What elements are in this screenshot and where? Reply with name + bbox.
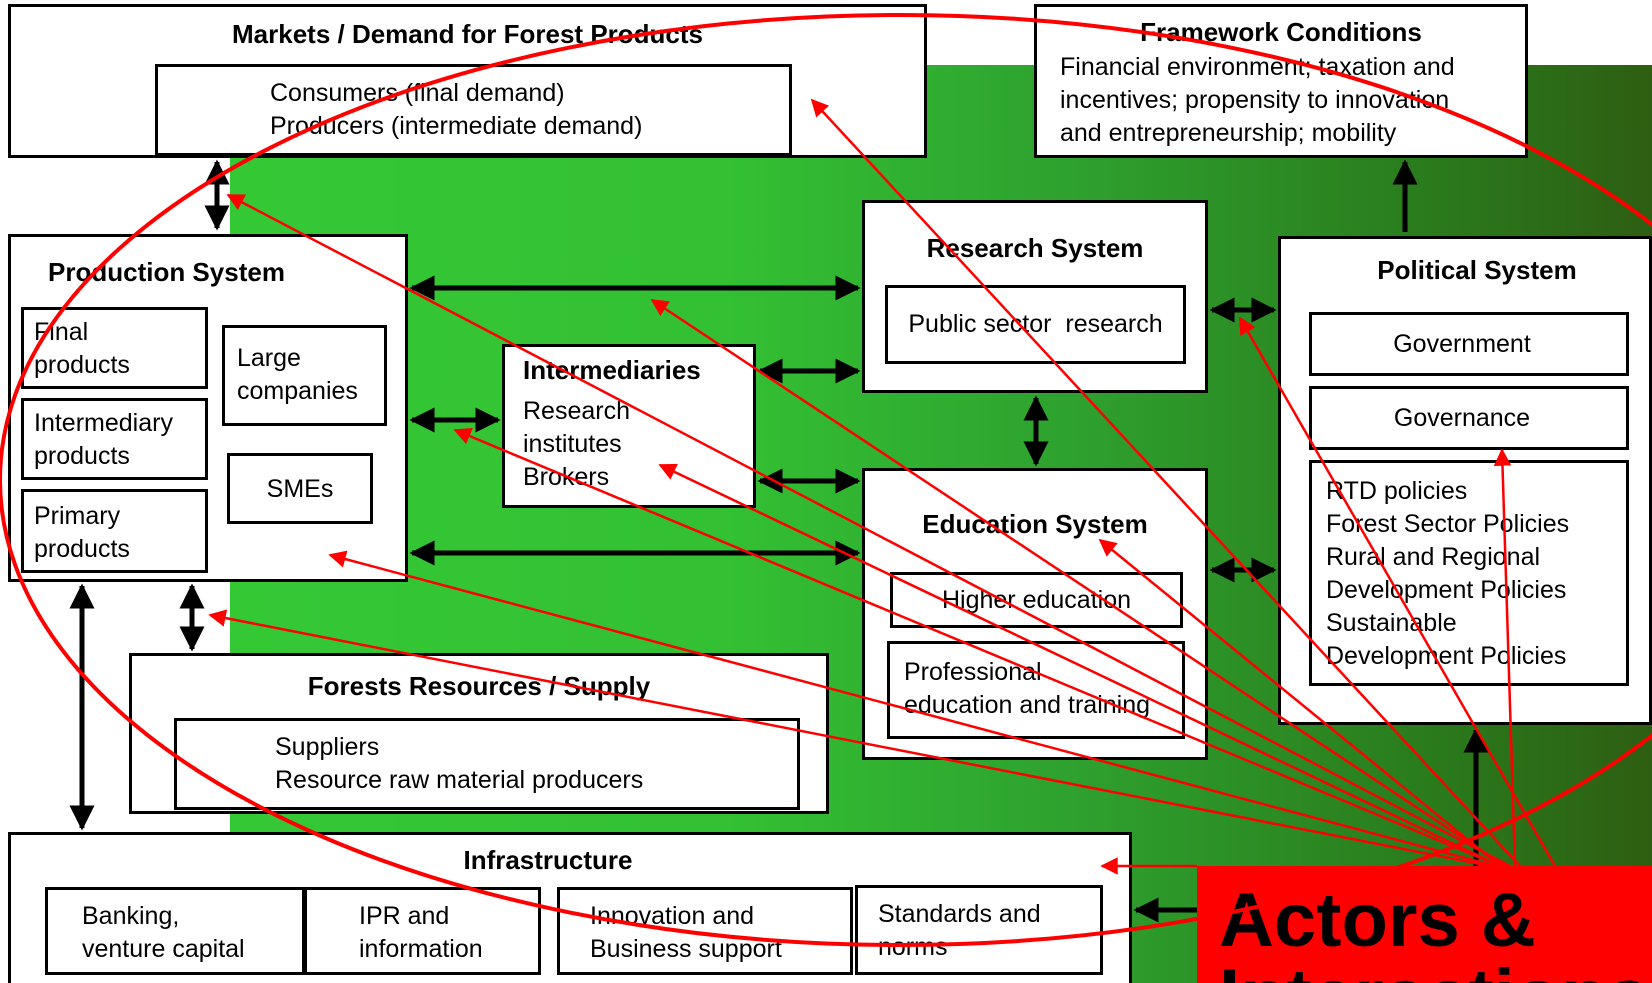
professional-line2: education and training — [904, 691, 1151, 719]
framework-line3: and entrepreneurship; mobility — [1060, 119, 1397, 147]
actors-label-line2: Interactions — [1219, 959, 1650, 983]
standards-line2: norms — [878, 933, 948, 961]
intermediary-products-box: Intermediary products — [21, 398, 208, 480]
large-companies-line1: Large — [237, 344, 301, 372]
professional-education-box: Professional education and training — [887, 641, 1185, 739]
intermediaries-box: Intermediaries Research institutes Broke… — [502, 344, 756, 508]
suppliers-line1: Suppliers — [275, 733, 380, 761]
standards-line1: Standards and — [878, 900, 1041, 928]
research-box: Research System Public sector research — [862, 200, 1208, 393]
standards-box: Standards and norms — [855, 885, 1103, 975]
government-label: Government — [1393, 330, 1531, 358]
policy-5: Sustainable — [1326, 609, 1457, 637]
governance-label: Governance — [1393, 404, 1531, 432]
smes-label: SMEs — [266, 475, 334, 503]
higher-education-label: Higher education — [941, 586, 1131, 614]
policy-2: Forest Sector Policies — [1326, 510, 1570, 538]
governance-box: Governance — [1309, 386, 1629, 450]
education-title: Education System — [922, 509, 1148, 539]
ipr-line2: information — [359, 935, 483, 963]
political-title: Political System — [1377, 255, 1577, 285]
markets-box: Markets / Demand for Forest Products Con… — [8, 4, 927, 158]
final-products-line2: products — [34, 351, 130, 379]
innovation-box: Innovation and Business support — [557, 887, 853, 975]
framework-line2: incentives; propensity to innovation — [1060, 86, 1450, 114]
policy-4: Development Policies — [1326, 576, 1567, 604]
political-box: Political System Government Governance R… — [1278, 236, 1652, 725]
education-box: Education System Higher education Profes… — [862, 468, 1208, 760]
infrastructure-box: Infrastructure Banking, venture capital … — [8, 832, 1132, 983]
public-research-label: Public sector research — [908, 310, 1163, 338]
smes-box: SMEs — [227, 453, 373, 524]
actors-interactions-panel: Actors & Interactions — [1197, 866, 1652, 983]
red-ellipse — [0, 13, 1652, 947]
ipr-box: IPR and information — [304, 887, 541, 975]
framework-line1: Financial environment; taxation and — [1060, 53, 1455, 81]
intermediaries-title: Intermediaries — [523, 355, 701, 385]
innovation-line1: Innovation and — [590, 902, 755, 930]
markets-line1: Consumers (final demand) — [270, 79, 565, 107]
policy-1: RTD policies — [1326, 477, 1468, 505]
markets-title: Markets / Demand for Forest Products — [232, 19, 703, 49]
suppliers-box: Suppliers Resource raw material producer… — [174, 718, 800, 810]
research-title: Research System — [926, 233, 1144, 263]
framework-title: Framework Conditions — [1140, 17, 1422, 47]
primary-products-box: Primary products — [21, 489, 208, 573]
government-box: Government — [1309, 312, 1629, 376]
infrastructure-title: Infrastructure — [463, 845, 633, 875]
forests-box: Forests Resources / Supply Suppliers Res… — [129, 653, 829, 814]
large-companies-box: Large companies — [222, 325, 387, 426]
framework-box: Framework Conditions Financial environme… — [1034, 4, 1528, 158]
actors-label-line1: Actors & — [1219, 878, 1536, 963]
intermediaries-line1: Research — [523, 397, 630, 425]
higher-education-box: Higher education — [890, 572, 1183, 628]
policies-box: RTD policies Forest Sector Policies Rura… — [1309, 460, 1629, 686]
large-companies-line2: companies — [237, 377, 358, 405]
intermediary-products-line1: Intermediary — [34, 409, 173, 437]
markets-line2: Producers (intermediate demand) — [270, 112, 643, 140]
professional-line1: Professional — [904, 658, 1042, 686]
forests-title: Forests Resources / Supply — [307, 671, 651, 701]
markets-demand-box: Consumers (final demand) Producers (inte… — [155, 64, 792, 156]
banking-line1: Banking, — [82, 902, 180, 930]
suppliers-line2: Resource raw material producers — [275, 766, 644, 794]
banking-box: Banking, venture capital — [45, 887, 305, 975]
red-interaction-arrows — [208, 98, 1557, 875]
ipr-line1: IPR and — [359, 902, 450, 930]
intermediary-products-line2: products — [34, 442, 130, 470]
policy-6: Development Policies — [1326, 642, 1567, 670]
intermediaries-line2: institutes — [523, 430, 622, 458]
primary-products-line2: products — [34, 535, 130, 563]
public-research-box: Public sector research — [885, 285, 1186, 364]
banking-line2: venture capital — [82, 935, 245, 963]
primary-products-line1: Primary — [34, 502, 121, 530]
